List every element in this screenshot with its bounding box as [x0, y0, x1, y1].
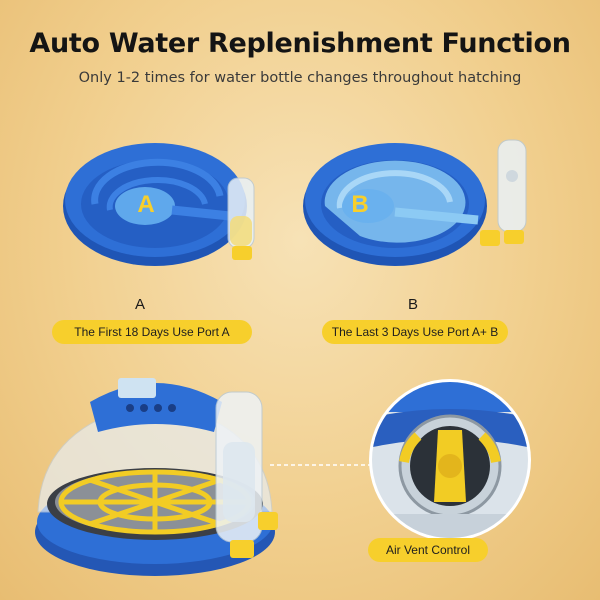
page-subtitle: Only 1-2 times for water bottle changes … — [78, 70, 522, 86]
air-vent-label: Air Vent Control — [368, 538, 488, 562]
incubator-illustration — [35, 378, 278, 576]
leader-line — [270, 464, 376, 466]
tray-a-mark: A — [137, 191, 155, 218]
water-tray-a-illustration — [63, 143, 255, 266]
tray-b-mark: B — [351, 191, 369, 218]
port-a-label: The First 18 Days Use Port A — [52, 320, 252, 344]
port-b-label: The Last 3 Days Use Port A+ B — [322, 320, 508, 344]
port-a-caption: A — [134, 296, 145, 313]
page-title: Auto Water Replenishment Function — [29, 28, 571, 59]
water-tray-b-illustration — [303, 139, 527, 266]
air-vent-detail — [369, 379, 531, 541]
port-b-caption: B — [407, 296, 418, 313]
